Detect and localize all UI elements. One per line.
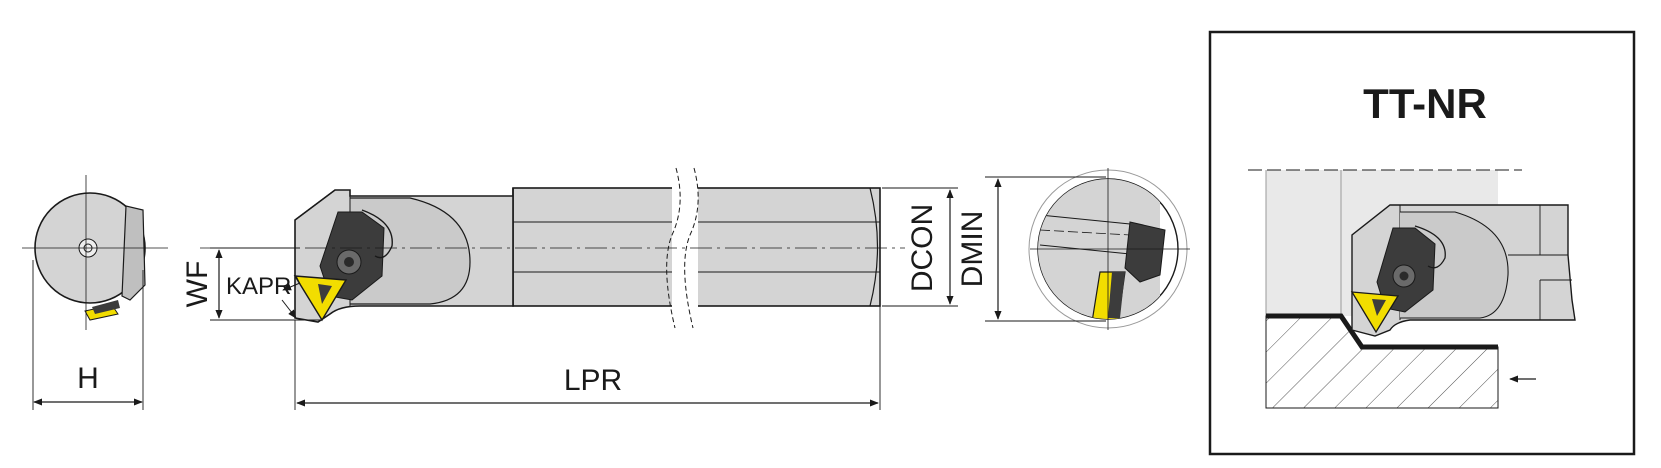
panel-insert	[1350, 291, 1400, 334]
insert-type-panel: TT-NR	[1208, 30, 1636, 456]
kapr-label: KAPR	[226, 273, 291, 300]
end-view: H	[22, 175, 168, 410]
dcon-label: DCON	[906, 204, 939, 292]
insert-side	[293, 275, 348, 322]
insert-type-title: TT-NR	[1363, 80, 1487, 127]
h-label: H	[77, 362, 99, 395]
min-bore-view: DMIN	[956, 168, 1190, 330]
wf-label: WF	[181, 261, 214, 308]
clamp-end	[92, 300, 120, 314]
flat-side	[121, 205, 146, 301]
lpr-label: LPR	[564, 364, 622, 397]
side-view: WF KAPR DCON LPR	[181, 167, 958, 410]
dmin-label: DMIN	[956, 211, 989, 288]
